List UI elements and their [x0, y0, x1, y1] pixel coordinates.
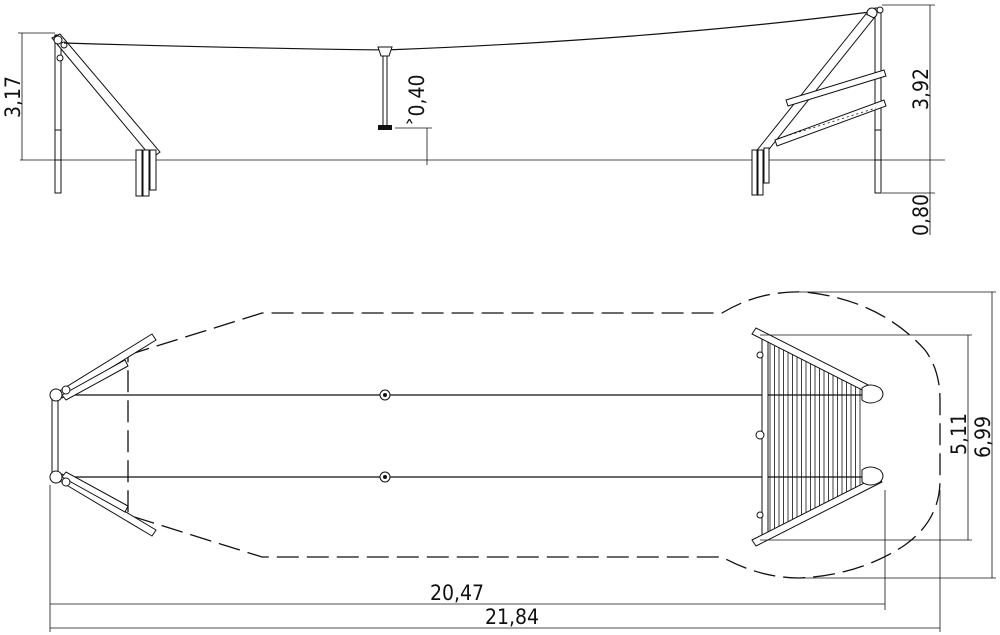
dim-height-right: 3,92 0,80	[882, 4, 935, 236]
ladder-rail-top	[785, 69, 887, 107]
plan-view: 20,47 21,84 5,11 6,99	[49, 291, 996, 632]
dim-outer-length: 21,84	[50, 490, 941, 632]
dim-inner-length: 20,47	[49, 485, 886, 632]
right-post	[874, 7, 882, 194]
dim-label-3-92: 3,92	[909, 68, 933, 110]
ladder-rail-bottom	[774, 99, 887, 147]
safety-zone-outline	[127, 291, 941, 579]
dim-label-0-40: ˃0,40	[405, 75, 429, 127]
dim-inner-width: 5,11	[760, 334, 972, 541]
dim-height-left: 3,17	[1, 32, 55, 160]
hanger	[377, 46, 393, 57]
dim-outer-width: 6,99	[800, 291, 996, 579]
hanger-seat	[378, 125, 392, 130]
dim-label-21-84: 21,84	[485, 605, 539, 629]
left-strut	[51, 33, 161, 159]
dim-clearance: ˃0,40	[395, 75, 432, 165]
elevation-view: 3,17 ˃0,40 3,92 0,80	[1, 4, 945, 236]
dim-label-5-11: 5,11	[947, 413, 971, 455]
right-ladder-frame	[751, 327, 884, 547]
left-arm-upper	[57, 333, 157, 399]
left-frame-beam	[51, 394, 59, 478]
left-post-foot	[54, 129, 62, 161]
dim-label-6-99: 6,99	[971, 416, 995, 458]
cable	[63, 11, 871, 51]
right-arm-lower	[751, 475, 883, 547]
dim-label-20-47: 20,47	[430, 581, 484, 605]
dim-label-3-17: 3,17	[1, 76, 25, 118]
right-strut	[753, 13, 875, 159]
dim-label-0-80: 0,80	[909, 194, 933, 236]
